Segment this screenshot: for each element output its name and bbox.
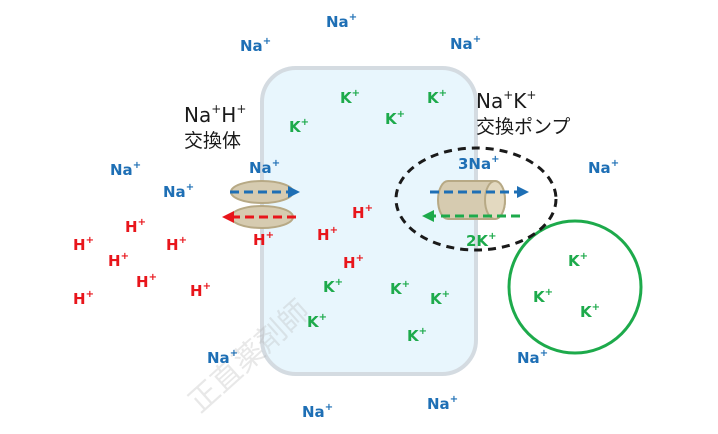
h-ion-label-27: H+ <box>125 217 146 236</box>
h-ion-label-28: H+ <box>73 235 94 254</box>
k-ion-label-21: K+ <box>533 287 553 306</box>
na-ion-label-0: Na+ <box>326 12 357 31</box>
na-ion-label-5: Na+ <box>249 158 280 177</box>
h-ion-label-26: H+ <box>253 230 274 249</box>
na-ion-label-3: Na+ <box>110 160 141 179</box>
h-ion-label-29: H+ <box>166 235 187 254</box>
k-ion-label-22: K+ <box>580 302 600 321</box>
h-ion-label-24: H+ <box>317 225 338 244</box>
ion-labels: Na+Na+Na+Na+Na+Na+Na+Na+Na+Na+Na+K+K+K+K… <box>73 12 619 421</box>
na-k-pump-channel <box>437 180 506 220</box>
na-ion-label-10: Na+ <box>427 394 458 413</box>
na-h-exchanger-subtitle: 交換体 <box>184 130 241 152</box>
pump-3na-label: 3Na+ <box>458 154 500 173</box>
k-ion-label-18: K+ <box>307 312 327 331</box>
h-ion-label-33: H+ <box>73 289 94 308</box>
na-ion-label-7: Na+ <box>207 348 238 367</box>
k-ion-label-13: K+ <box>289 117 309 136</box>
na-k-pump-outline <box>394 146 558 252</box>
na-k-pump-subtitle: 交換ポンプ <box>476 116 570 138</box>
k-ion-label-16: K+ <box>390 279 410 298</box>
h-ion-label-32: H+ <box>190 281 211 300</box>
na-ion-label-9: Na+ <box>302 402 333 421</box>
na-ion-label-8: Na+ <box>517 348 548 367</box>
h-ion-label-25: H+ <box>343 253 364 272</box>
k-ion-label-11: K+ <box>340 88 360 107</box>
na-h-exchanger-title: Na+H+ <box>184 102 246 127</box>
k-ion-label-17: K+ <box>430 289 450 308</box>
k-ion-label-20: K+ <box>568 251 588 270</box>
na-ion-label-2: Na+ <box>450 34 481 53</box>
na-ion-label-6: Na+ <box>588 158 619 177</box>
na-ion-label-4: Na+ <box>163 182 194 201</box>
pump-2k-label: 2K+ <box>466 231 496 250</box>
k-ion-label-14: K+ <box>385 109 405 128</box>
k-ion-label-19: K+ <box>407 326 427 345</box>
h-ion-label-30: H+ <box>108 251 129 270</box>
k-ion-label-12: K+ <box>427 88 447 107</box>
na-k-pump-title: Na+K+ <box>476 88 536 113</box>
na-ion-label-1: Na+ <box>240 36 271 55</box>
h-ion-label-31: H+ <box>136 272 157 291</box>
k-compartment-circle <box>507 219 643 355</box>
k-ion-label-15: K+ <box>323 277 343 296</box>
h-ion-label-23: H+ <box>352 203 373 222</box>
